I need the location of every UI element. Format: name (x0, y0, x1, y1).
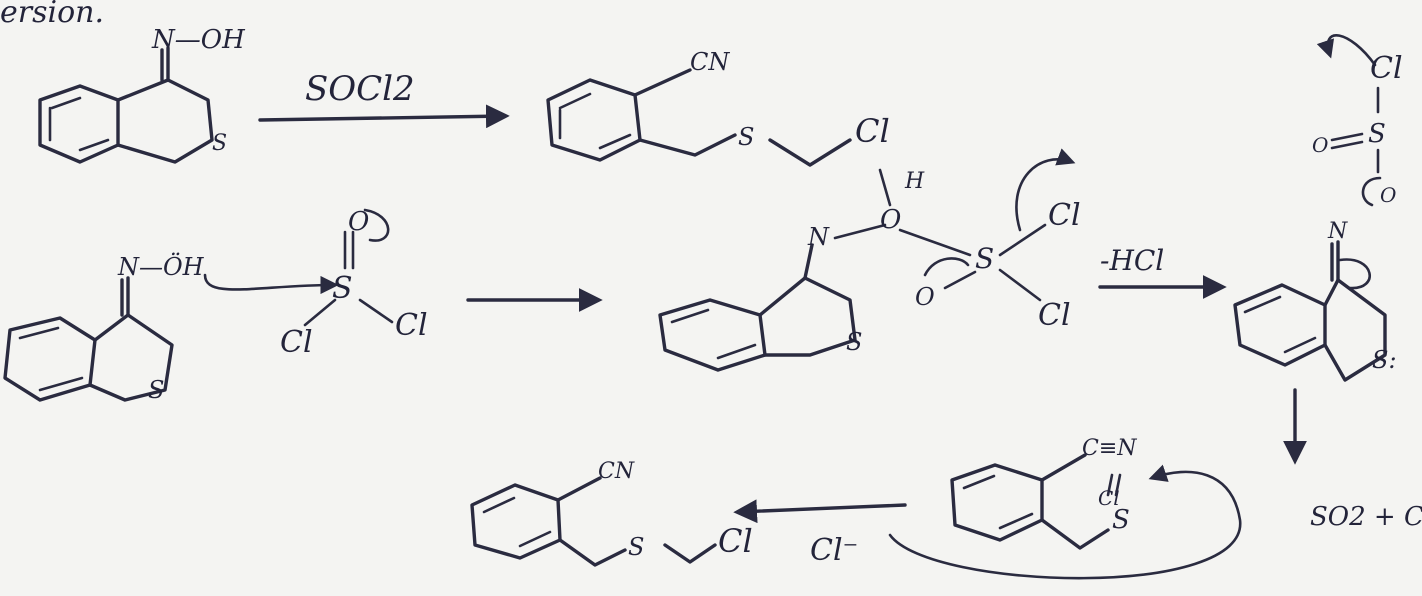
top-right-s: S (1368, 119, 1386, 149)
row3-reaction-arrow (733, 499, 907, 524)
row2-oxime-label: N—ÖH (117, 252, 205, 281)
row1-reaction-arrow (258, 104, 510, 129)
row3-byproduct-label: SO2 + C (1310, 502, 1422, 532)
row1-product-cl: Cl (855, 112, 890, 150)
row1-oxime-structure (38, 46, 214, 164)
row2-elimination-label: -HCl (1100, 244, 1164, 277)
row2-intermediate-cl1: Cl (1048, 198, 1081, 233)
top-right-o2: O (1380, 183, 1396, 207)
row2-oxime-s: S (148, 376, 164, 404)
row3-nitrile-s: S (1112, 505, 1130, 535)
row3-nitrile-cl: Cl (1098, 486, 1120, 510)
row2-intermediate-s-ring: S (846, 328, 862, 356)
row3-nitrile-structure (950, 453, 1122, 550)
row2-right-s-ring: S: (1372, 346, 1397, 374)
row2-attack-arrow (203, 273, 339, 295)
row3-product-cn: CN (598, 459, 635, 484)
row2-intermediate-n: N (807, 223, 830, 251)
top-right-curved-arrow (1316, 34, 1377, 67)
top-right-cl: Cl (1370, 51, 1403, 86)
row1-oxime-label: N—OH (151, 25, 246, 55)
row2-right-n: N (1327, 219, 1348, 244)
row2-socl2-o: O (348, 207, 369, 237)
row2-socl2: S O Cl Cl (280, 207, 428, 360)
row1-product-structure (546, 68, 852, 167)
row1-product-s: S (738, 123, 754, 151)
row1-reagent-label: SOCl2 (305, 69, 415, 109)
row2-intermediate-o-minus: O (915, 283, 935, 311)
row1-oxime-s: S (212, 131, 227, 156)
row3-attack-arrow (888, 464, 1242, 580)
header-fragment: ersion. (0, 0, 104, 30)
row2-socl2-s: S (332, 271, 353, 306)
row1-product-cn: CN (690, 48, 730, 76)
row3-product-structure (470, 476, 717, 567)
row2-intermediate-h: H (904, 169, 925, 194)
row2-intermediate-structure (658, 148, 1076, 372)
top-right-o: O (1312, 133, 1328, 157)
row3-nitrile-cn: C≡N (1082, 436, 1137, 461)
row2-oxime-structure (3, 276, 174, 402)
row2-socl2-cl2: Cl (395, 308, 428, 343)
row2-intermediate-s: S (975, 242, 994, 275)
row2-intermediate-cl2: Cl (1038, 298, 1071, 333)
row3-product-s: S (628, 533, 644, 561)
row2-intermediate-o: O (880, 205, 901, 235)
row3-chloride-label: Cl⁻ (810, 533, 858, 568)
row2-socl2-cl1: Cl (280, 325, 313, 360)
row2-right-structure (1233, 240, 1387, 465)
row3-product-cl: Cl (718, 522, 753, 560)
